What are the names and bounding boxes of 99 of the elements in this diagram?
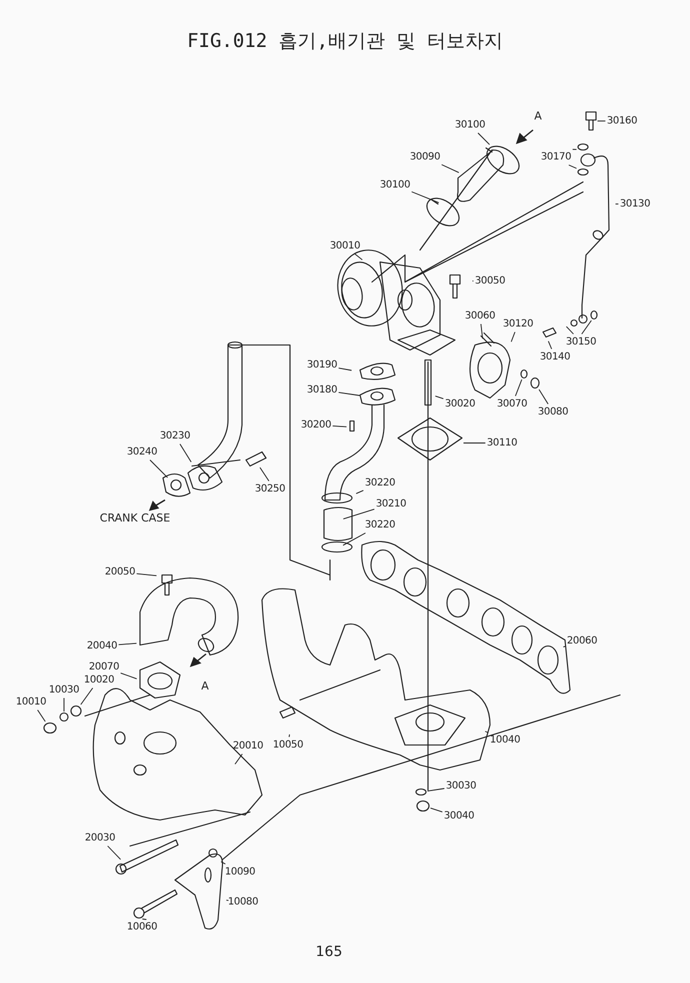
callout-number: 20030 [84,832,116,844]
callout-number: 30120 [502,318,534,330]
view-letter: A [201,680,209,692]
callout-number: 30020 [444,398,476,410]
leader-line [180,444,192,462]
leader-line [411,191,440,204]
leader-line [463,442,486,444]
leader-line [234,754,243,765]
callout-number: 30220 [364,476,396,490]
callout-number: 20010 [232,740,264,752]
callout-number: 10010 [16,696,46,708]
leader-line [150,460,168,478]
leader-line [484,730,489,734]
callout-number: 20060 [566,634,598,648]
leader-line [548,340,552,350]
page-number: 165 [316,944,342,960]
leader-line [427,788,445,792]
leader-line [338,368,352,371]
washer-part [577,143,589,151]
leader-line [220,861,226,864]
leader-line [510,332,516,342]
note-text: CRANK CASE [100,512,170,524]
callout-number: 30160 [606,114,638,128]
callout-number: 30150 [566,336,596,348]
washer-part [415,788,427,796]
callout-number: 30230 [160,430,190,442]
leader-line [288,734,290,738]
leader-line [538,389,549,404]
leader-line [142,918,147,920]
callout-number: 30200 [300,418,332,432]
leader-line [434,396,444,400]
bolt-part [133,889,178,919]
nut-part [43,722,57,734]
leader-line [80,688,94,705]
view-letter: A [534,110,542,122]
leader-line [354,254,363,260]
leader-line [120,672,138,680]
callout-number: 30080 [538,406,568,418]
washer-part [590,310,598,320]
callout-number: 30100 [380,178,410,192]
leader-line [342,532,366,546]
washer-part [577,168,589,176]
callout-number: 30180 [306,384,338,396]
callout-number: 10030 [48,684,80,696]
callout-number: 30070 [496,398,528,410]
callout-number: 10080 [228,896,258,908]
leader-line [572,148,577,150]
leader-line [37,710,46,722]
leader-line [441,164,460,173]
callout-number: 30010 [330,240,360,252]
bolt-part [245,451,267,467]
leader-line [581,320,592,334]
nut-part [530,377,540,389]
callout-number: 30250 [254,482,286,496]
callout-number: 30050 [474,274,506,288]
callout-number: 10060 [126,920,158,934]
leader-line [430,808,443,812]
callout-number: 20040 [86,640,118,652]
washer-part [520,369,528,379]
callout-number: 30240 [126,446,158,458]
callout-number: 30040 [444,810,474,822]
callout-number: 30170 [540,150,572,164]
callout-number: 30210 [376,498,406,510]
callout-number: 30220 [364,518,396,532]
washer-part [416,800,430,812]
leader-line [260,467,270,482]
figure-title: FIG.012 흡기,배기관 및 터보차지 [186,29,504,54]
callout-number: 10040 [490,734,520,746]
leader-line [478,132,490,145]
leader-line [480,324,484,339]
leader-line [332,426,347,428]
leader-line [342,508,375,520]
leader-line [118,642,137,646]
leader-line [568,164,577,169]
leader-line [562,646,566,648]
callout-number: 20050 [104,566,136,578]
leader-line [356,490,364,494]
callout-number: 30060 [464,310,496,322]
callout-number: 20070 [88,660,120,674]
callout-number: 30100 [454,118,486,132]
callout-number: 10090 [224,866,256,878]
leader-line [136,573,157,576]
callout-number: 10020 [84,674,114,686]
callout-number: 30030 [446,780,476,792]
leader-line [226,900,229,901]
callout-number: 30110 [486,436,518,450]
callout-number: 10050 [272,738,304,752]
callout-number: 30140 [540,350,570,364]
callout-number: 30130 [620,198,650,210]
bolt-part [585,111,597,131]
callout-number: 30190 [306,358,338,372]
leader-line [514,379,522,396]
washer-part [70,705,82,717]
leader-line [597,120,606,122]
washer-part [59,712,69,722]
leader-line [566,326,574,334]
leader-line [338,392,360,396]
leader-line [107,846,122,860]
callout-number: 30090 [410,150,440,164]
